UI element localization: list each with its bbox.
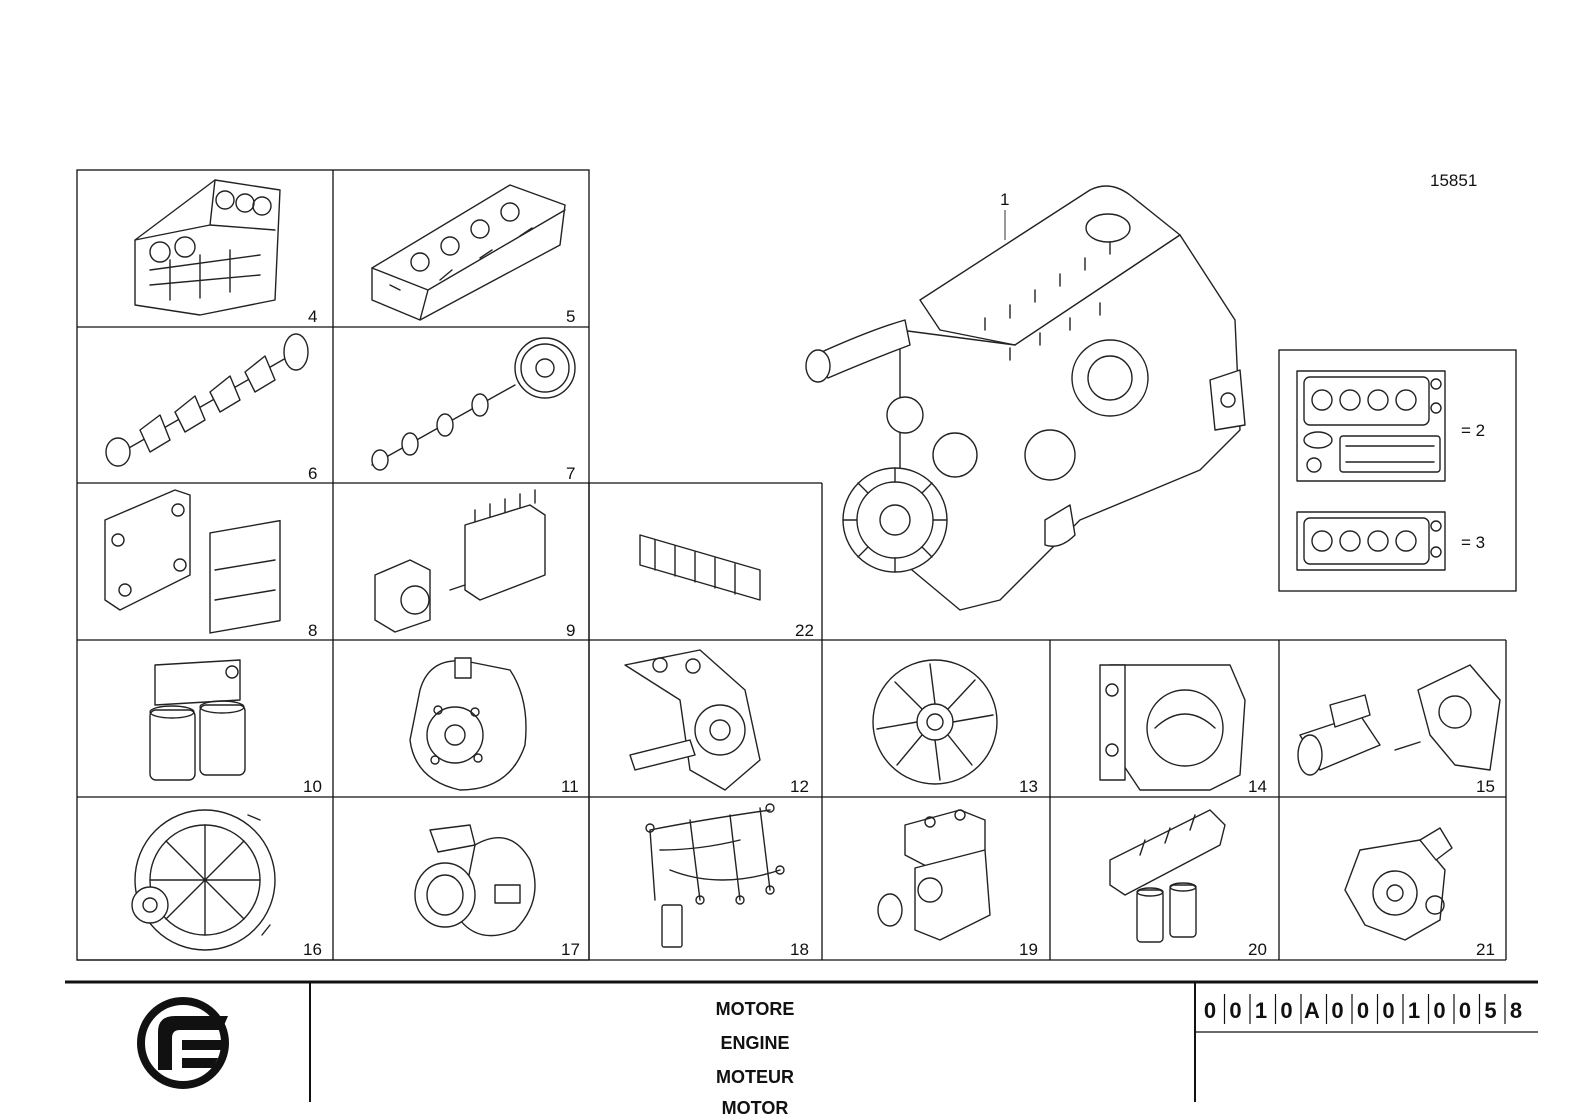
parts-grid: [76, 169, 1507, 961]
title-french: MOTEUR: [716, 1067, 794, 1087]
ref-label: 15: [1476, 777, 1495, 796]
ref-label: 13: [1019, 777, 1038, 796]
flywheel-housing-illustration: [1099, 664, 1246, 791]
ref-label: 10: [303, 777, 322, 796]
main-engine-ref: 1: [1000, 190, 1009, 209]
fuel-filter-illustration: [149, 659, 246, 781]
code-character: A: [1304, 998, 1320, 1023]
code-character: 5: [1484, 998, 1496, 1023]
ref-label: 16: [303, 940, 322, 959]
ref-label: 7: [566, 464, 575, 483]
gasket-kit-label: = 2: [1461, 421, 1485, 440]
code-character: 0: [1357, 998, 1369, 1023]
alternator-illustration: [131, 809, 276, 951]
water-pump-illustration: [409, 657, 527, 791]
code-character: 0: [1204, 998, 1216, 1023]
crankshaft-illustration: [105, 333, 309, 467]
ref-label: 14: [1248, 777, 1267, 796]
ref-label: 8: [308, 621, 317, 640]
main-engine-illustration: 1: [805, 185, 1246, 611]
ref-label: 21: [1476, 940, 1495, 959]
reference-numbers: 4 5 6 7 8 9 22 10 11 12 13 14 15 16 17 1…: [303, 307, 1495, 959]
ref-label: 6: [308, 464, 317, 483]
steering-pump-illustration: [1344, 827, 1453, 941]
injection-pump-illustration: [374, 489, 546, 633]
code-character: 0: [1280, 998, 1292, 1023]
ref-label: 20: [1248, 940, 1267, 959]
code-character: 0: [1459, 998, 1471, 1023]
ref-label: 17: [561, 940, 580, 959]
code-character: 1: [1408, 998, 1420, 1023]
code-character: 0: [1331, 998, 1343, 1023]
title-english: ENGINE: [720, 1033, 789, 1053]
title-german: MOTOR: [722, 1098, 789, 1116]
starter-motor-illustration: [1297, 664, 1501, 776]
ref-label: 18: [790, 940, 809, 959]
oil-pump-illustration: [624, 649, 761, 791]
ref-label: 12: [790, 777, 809, 796]
code-character: 8: [1510, 998, 1522, 1023]
code-character: 0: [1433, 998, 1445, 1023]
drawing-number: 15851: [1430, 171, 1477, 190]
turbocharger-illustration: [414, 824, 536, 937]
gasket-kit-label: = 3: [1461, 533, 1485, 552]
wiring-harness-illustration: [645, 803, 785, 948]
engine-block-illustration: [134, 179, 281, 316]
gasket-kit-2-illustration: [1296, 370, 1446, 482]
cylinder-head-illustration: [371, 184, 566, 321]
fan-illustration: [872, 659, 998, 785]
gasket-kits-panel: = 2 = 3: [1278, 349, 1517, 592]
code-character: 1: [1255, 998, 1267, 1023]
ref-label: 9: [566, 621, 575, 640]
ref-label: 22: [795, 621, 814, 640]
code-character: 0: [1382, 998, 1394, 1023]
ecu-bracket-illustration: [104, 489, 281, 634]
ref-label: 19: [1019, 940, 1038, 959]
title-italian: MOTORE: [716, 999, 795, 1019]
air-compressor-illustration: [877, 809, 991, 941]
ref-label: 5: [566, 307, 575, 326]
gasket-kit-3-illustration: [1296, 511, 1446, 571]
oil-filter-module-illustration: [1109, 809, 1226, 943]
rocker-bridge-illustration: [639, 534, 761, 601]
ref-label: 11: [561, 777, 579, 796]
camshaft-illustration: [371, 337, 576, 471]
ref-label: 4: [308, 307, 317, 326]
code-character: 0: [1229, 998, 1241, 1023]
manufacturer-logo: [137, 997, 229, 1089]
